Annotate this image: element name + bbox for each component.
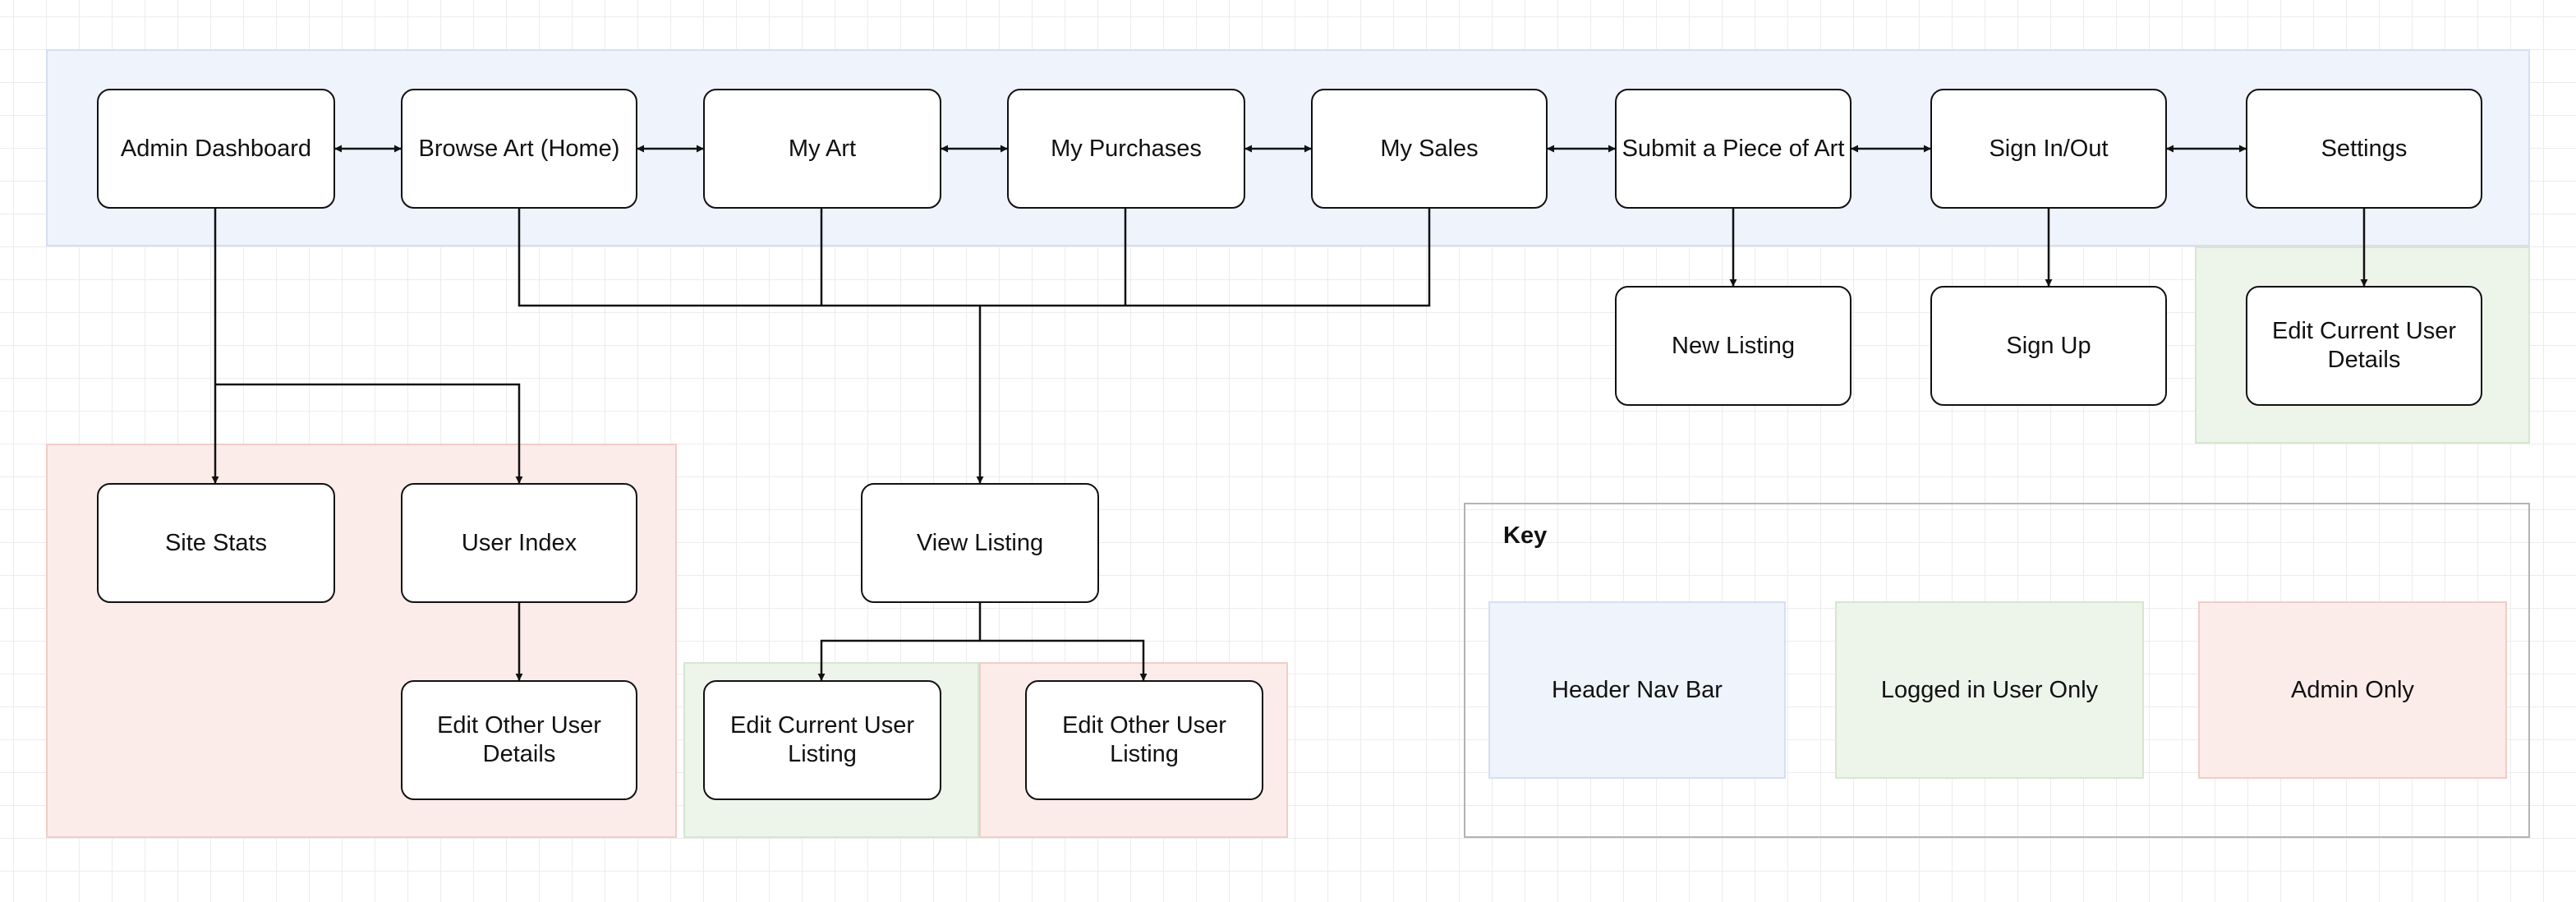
- node-edit-other-user-details: Edit Other User Details: [401, 680, 637, 800]
- key-admin-only: Admin Only: [2198, 601, 2507, 779]
- node-settings: Settings: [2246, 89, 2482, 209]
- node-my-purchases: My Purchases: [1007, 89, 1245, 209]
- node-new-listing: New Listing: [1615, 286, 1852, 406]
- edge-nav-collector: [518, 209, 1431, 307]
- node-my-sales: My Sales: [1311, 89, 1548, 209]
- key-title: Key: [1503, 522, 1548, 549]
- node-edit-other-user-listing: Edit Other User Listing: [1025, 680, 1263, 800]
- edge-view-editcurrentlisting: [817, 603, 982, 681]
- node-admin-dashboard: Admin Dashboard: [97, 89, 335, 209]
- node-edit-current-user-details: Edit Current User Details: [2246, 286, 2482, 406]
- edge-view-editotherlisting: [980, 639, 1148, 681]
- node-user-index: User Index: [401, 483, 637, 603]
- node-browse-art-home: Browse Art (Home): [401, 89, 637, 209]
- key-header-nav-bar: Header Nav Bar: [1488, 601, 1786, 779]
- node-view-listing: View Listing: [861, 483, 1099, 603]
- node-sign-in-out: Sign In/Out: [1930, 89, 2167, 209]
- key-legend: [1464, 503, 2530, 838]
- node-my-art: My Art: [703, 89, 941, 209]
- key-logged-in-user-only: Logged in User Only: [1835, 601, 2144, 779]
- node-submit-art: Submit a Piece of Art: [1615, 89, 1852, 209]
- edge-admin-userindex: [215, 383, 523, 484]
- node-edit-current-user-listing: Edit Current User Listing: [703, 680, 941, 800]
- node-site-stats: Site Stats: [97, 483, 335, 603]
- node-sign-up: Sign Up: [1930, 286, 2167, 406]
